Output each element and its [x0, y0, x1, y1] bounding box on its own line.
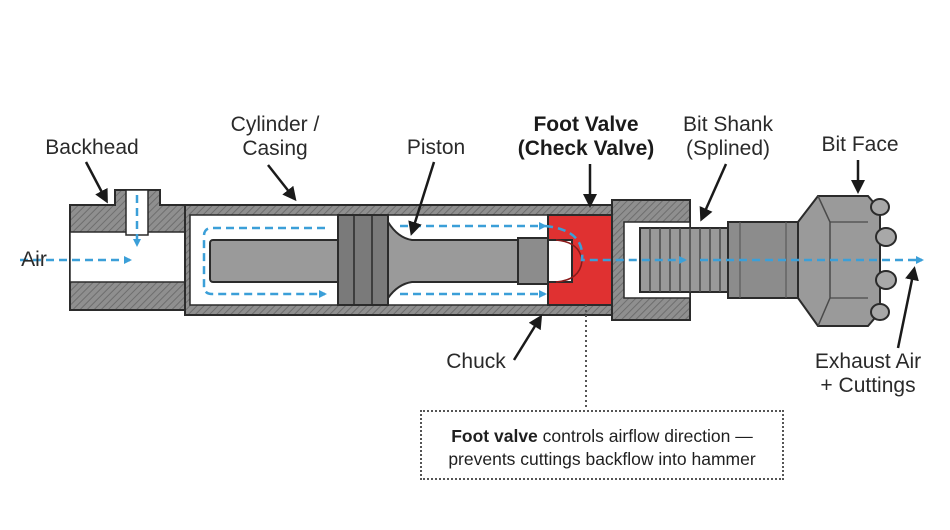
note-line2: prevents cuttings backflow into hammer	[448, 449, 756, 469]
exhaust-label-line2: + Cuttings	[820, 374, 916, 397]
piston-label: Piston	[406, 136, 466, 159]
carbide-button-icons	[870, 198, 897, 321]
cylinder-label-line2: Casing	[242, 137, 308, 160]
bit-shank-label-line2: (Splined)	[685, 137, 771, 160]
exhaust-label-line1: Exhaust Air	[814, 350, 922, 373]
air-flow-arrow-icon	[20, 195, 924, 298]
note-line1: Foot valve controls airflow direction —	[422, 425, 782, 448]
note-bold: Foot valve	[451, 426, 538, 446]
bit-face-label: Bit Face	[821, 133, 899, 156]
backhead-part	[69, 189, 186, 311]
bit-face-part	[797, 195, 897, 327]
note-line1-rest: controls airflow direction —	[537, 426, 753, 446]
foot-valve-note: Foot valve controls airflow direction — …	[420, 410, 784, 480]
cylinder-label-line1: Cylinder /	[230, 113, 320, 136]
piston-part	[209, 214, 549, 306]
foot-valve-label-line1: Foot Valve	[533, 113, 639, 136]
bit-shank-part	[639, 221, 799, 299]
chuck-label: Chuck	[446, 350, 506, 373]
label-pointer-arrow-icon	[84, 160, 919, 361]
foot-valve-label-line2: (Check Valve)	[517, 137, 655, 160]
backhead-label: Backhead	[45, 136, 139, 159]
air-label: Air	[21, 248, 47, 271]
bit-shank-label-line1: Bit Shank	[683, 113, 773, 136]
